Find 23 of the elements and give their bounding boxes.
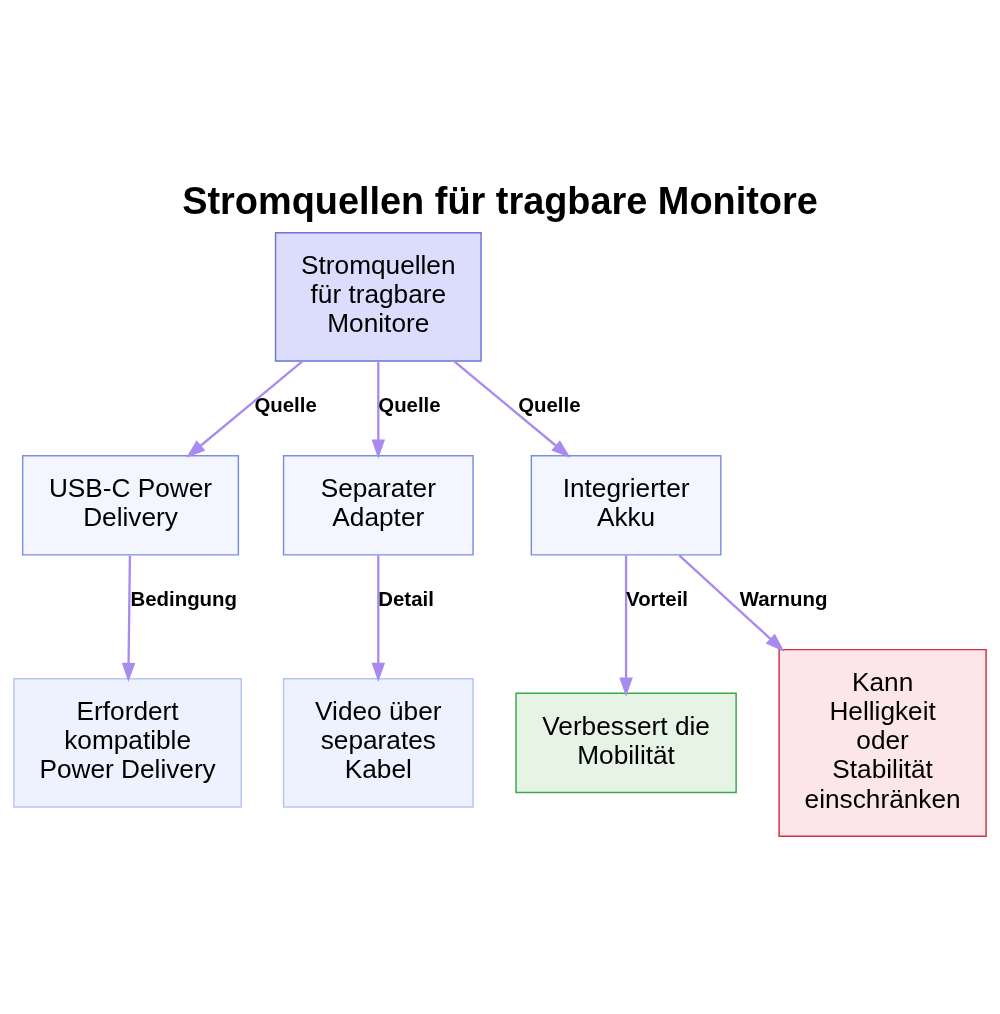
edge-label: Quelle [378,393,441,416]
edge-label: Vorteil [626,587,689,610]
arrow [453,359,571,458]
arrow [371,360,386,459]
arrow [678,554,785,652]
node-box: USB-C Power Delivery [21,454,240,556]
node-box: Stromquellen für tragbare Monitore [274,231,482,362]
edge-label: Bedingung [130,587,237,610]
arrow [371,554,386,682]
arrow [121,554,136,682]
node-box: Erfordert kompatible Power Delivery [13,677,242,808]
node-box: Integrierter Akku [530,454,722,556]
arrow [186,359,304,458]
arrow [619,554,633,697]
edge-label: Detail [378,587,434,610]
node-box: Verbessert die Mobilität [515,692,737,793]
node-box: Kann Helligkeit oder Stabilität einschränken [778,648,987,837]
edge-label: Quelle [518,393,581,416]
edge-label: Quelle [254,393,317,416]
node-box: Separater Adapter [282,454,474,556]
node-box: Video über separates Kabel [282,677,474,808]
diagram-title: Stromquellen für tragbare Monitore [182,179,818,222]
edge-label: Warnung [739,587,828,610]
